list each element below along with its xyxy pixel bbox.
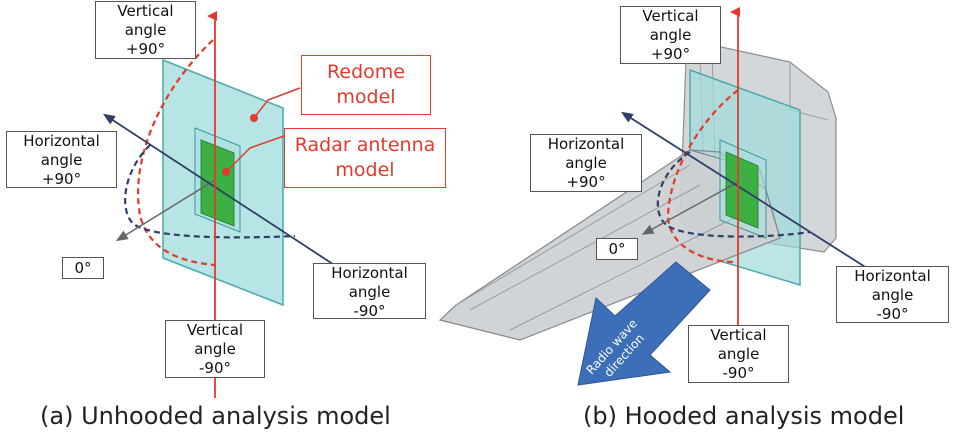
antenna-panel xyxy=(725,151,759,229)
redome-leader xyxy=(253,87,301,119)
label-horizontal-right-b: Horizontal angle -90° xyxy=(836,266,949,323)
label-vertical-bottom-a: Vertical angle -90° xyxy=(165,320,265,378)
label-vertical-top-b: Vertical angle +90° xyxy=(620,6,721,64)
caption-b: (b) Hooded analysis model xyxy=(583,402,905,430)
label-vertical-top-a: Vertical angle +90° xyxy=(95,1,196,59)
zero-axis xyxy=(115,179,216,242)
horizontal-axis xyxy=(102,113,346,273)
label-horizontal-left-b: Horizontal angle +90° xyxy=(530,134,642,192)
panel-b-scene: Radio wave direction xyxy=(438,7,871,386)
label-zero-a: 0° xyxy=(62,257,104,279)
label-redome-model: Redome model xyxy=(301,55,431,115)
label-horizontal-left-a: Horizontal angle +90° xyxy=(6,131,117,188)
vertical-pattern-curve xyxy=(666,89,739,264)
horizontal-axis xyxy=(620,111,871,271)
horizontal-pattern-curve xyxy=(656,151,811,238)
radio-wave-arrow xyxy=(577,261,711,386)
antenna-panel xyxy=(200,139,235,227)
label-zero-b: 0° xyxy=(596,238,638,260)
horizontal-pattern-curve xyxy=(124,144,296,239)
antenna-leader xyxy=(225,135,285,173)
panel-a-scene xyxy=(102,11,346,398)
caption-a: (a) Unhooded analysis model xyxy=(40,402,391,430)
zero-axis xyxy=(641,181,739,235)
vertical-pattern-curve xyxy=(136,39,216,267)
label-horizontal-right-a: Horizontal angle -90° xyxy=(313,263,426,320)
label-vertical-bottom-b: Vertical angle -90° xyxy=(688,325,789,383)
label-radar-antenna-model: Radar antenna model xyxy=(284,128,446,188)
